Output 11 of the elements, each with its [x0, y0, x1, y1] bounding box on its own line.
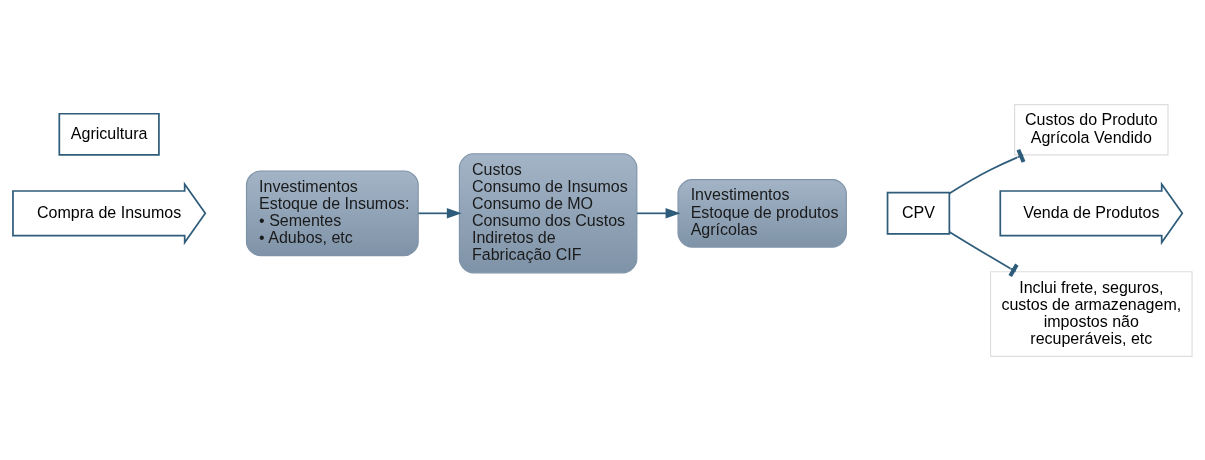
arrow	[636, 207, 681, 219]
connector	[948, 230, 1019, 277]
connector	[948, 148, 1026, 194]
node-box: Investimentos Estoque de Insumos: • Sementes • Adubos, etc	[245, 169, 419, 256]
node-box: Custos Consumo de Insumos Consumo de MO Consumo dos Custos Indiretos de Fabricação CIF	[458, 152, 638, 273]
node-box: CPV	[886, 191, 951, 235]
node-box: Agricultura	[58, 112, 160, 156]
node-box: Custos do Produto Agrícola Vendido	[1014, 103, 1169, 155]
node-box: Inclui frete, seguros, custos de armazenagem, impostos não recuperáveis, etc	[990, 270, 1193, 357]
node-box: Investimentos Estoque de produtos Agrícolas	[677, 178, 847, 248]
arrow	[417, 207, 462, 219]
